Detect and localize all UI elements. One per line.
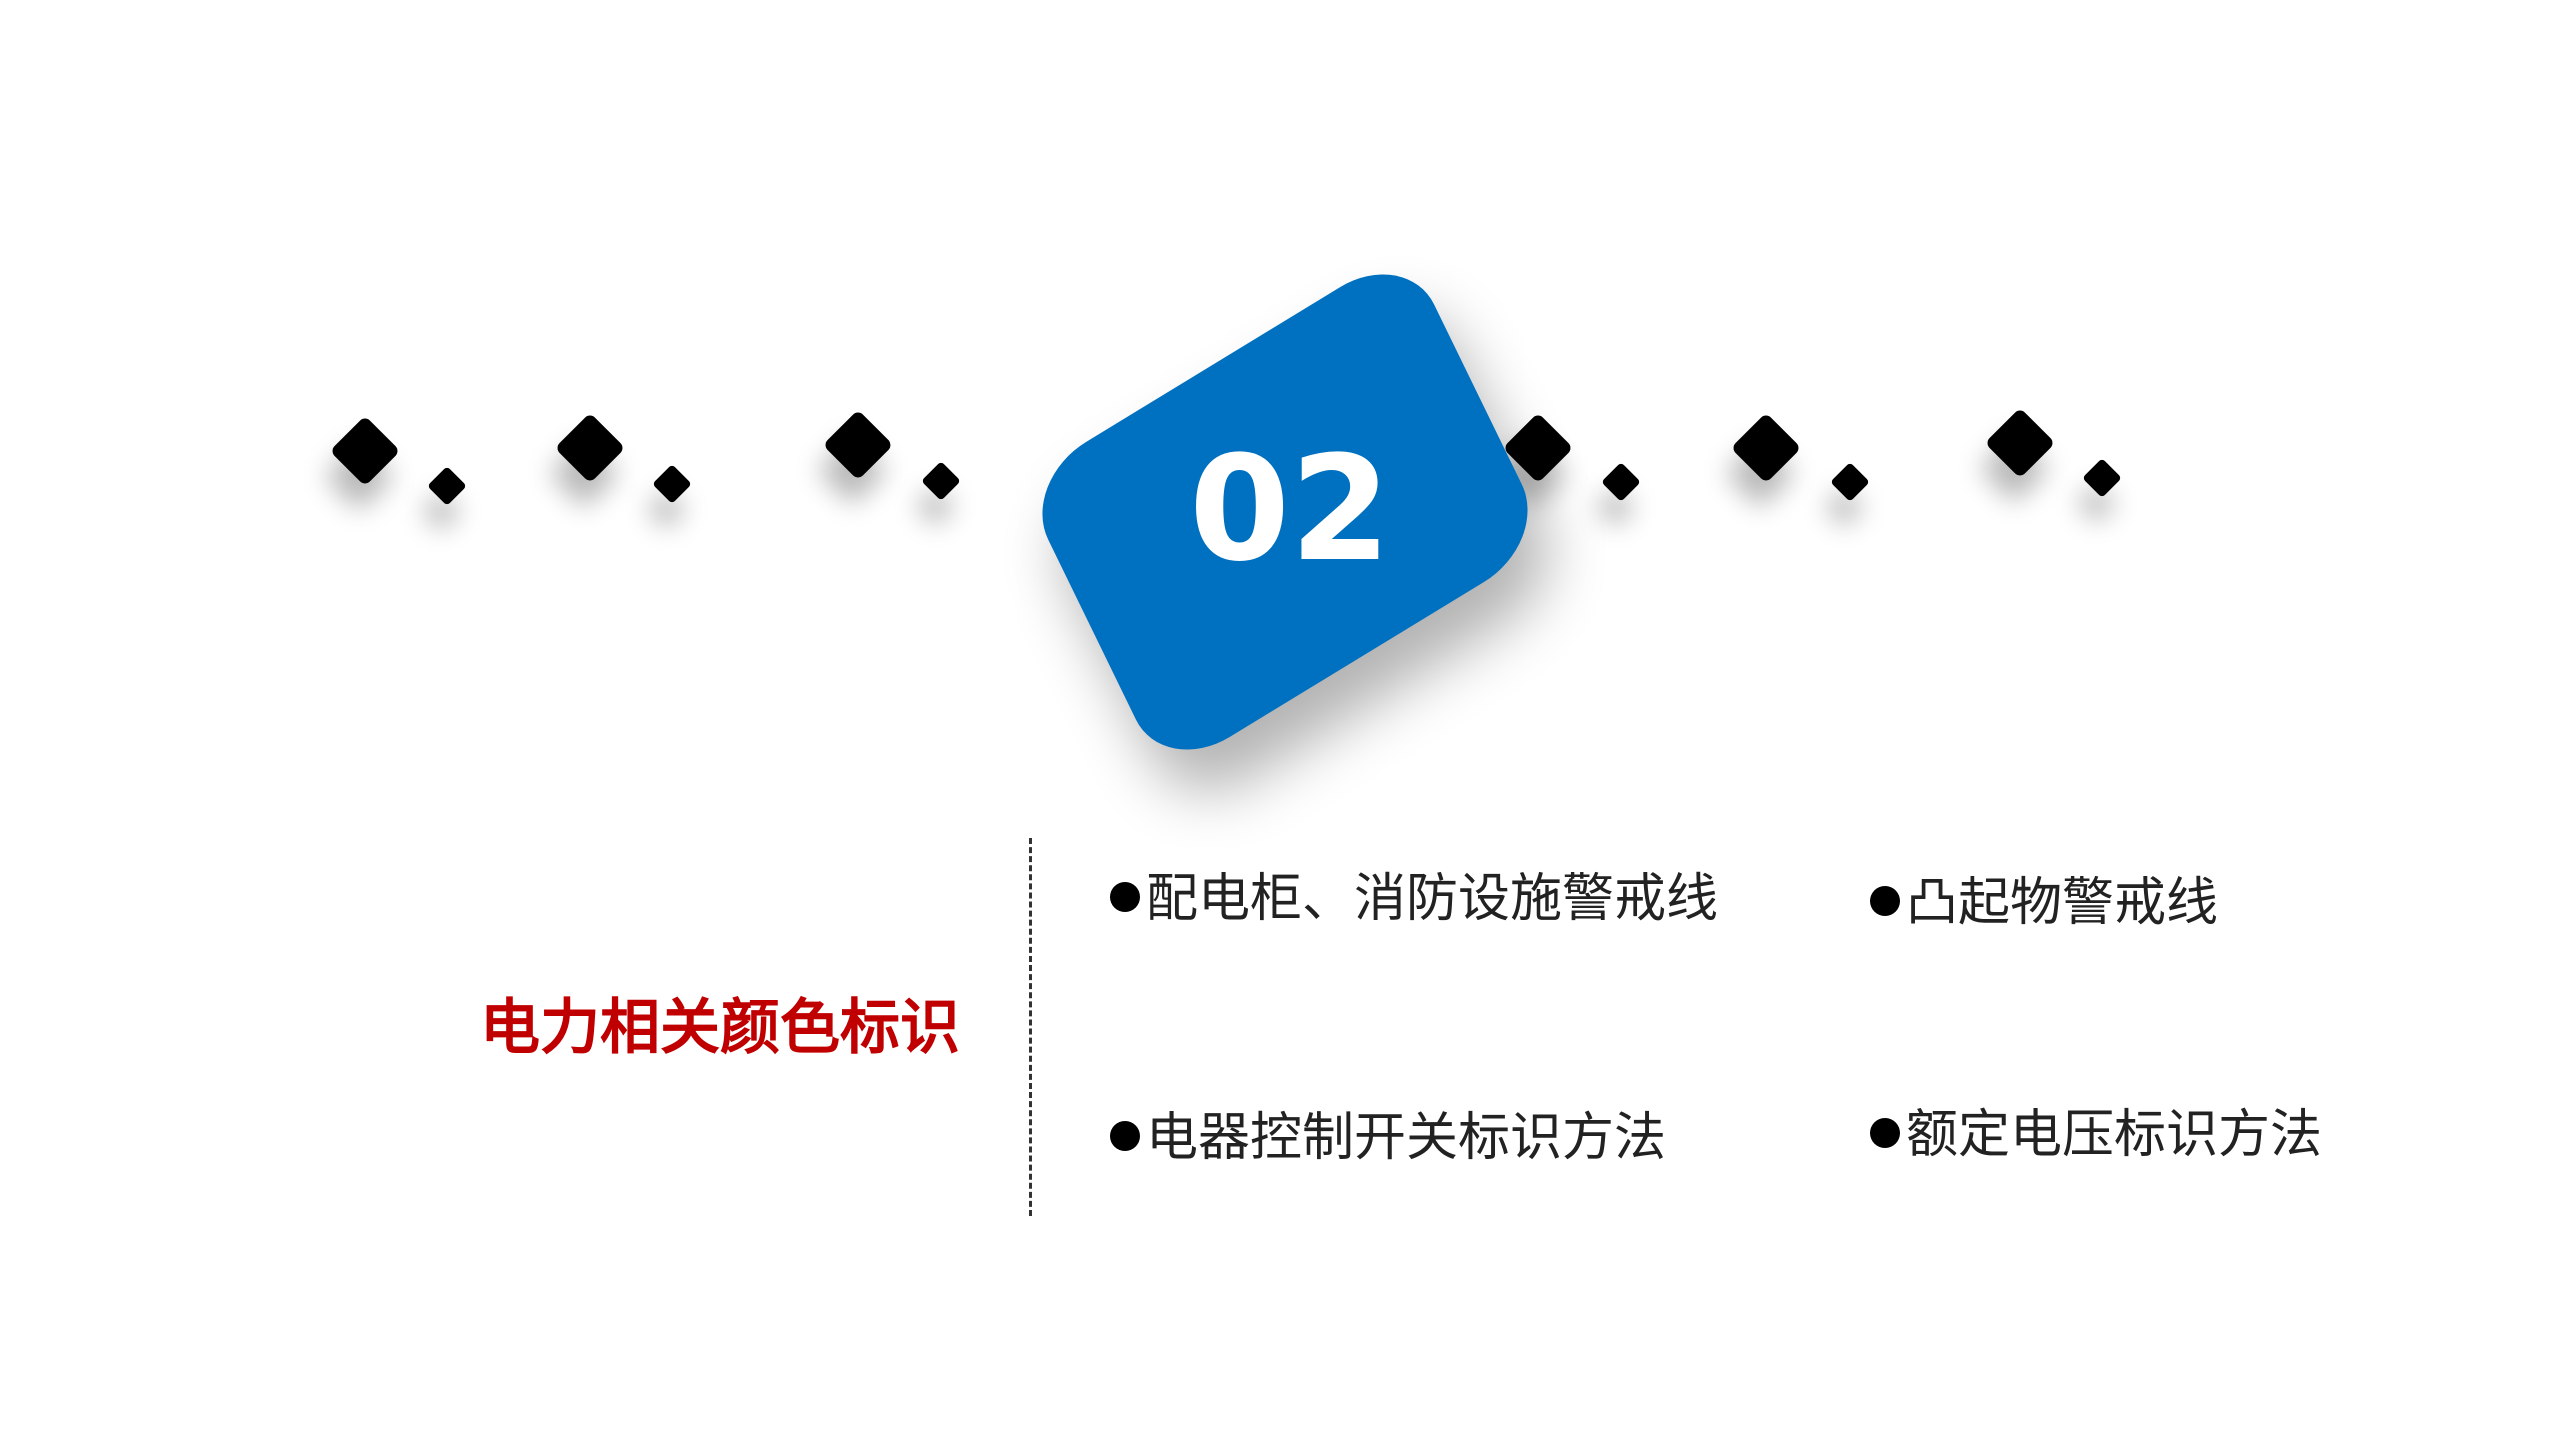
- bullet-icon: [1870, 1118, 1900, 1148]
- decorative-diamond-small: [1830, 462, 1870, 502]
- decorative-diamond-large: [1984, 407, 2056, 479]
- bullet-icon: [1110, 882, 1140, 912]
- decorative-diamond-small: [2082, 458, 2122, 498]
- section-number: 02: [1189, 425, 1391, 594]
- list-item-label: 额定电压标识方法: [1906, 1105, 2323, 1165]
- decorative-diamond-large: [1730, 412, 1802, 484]
- section-title: 电力相关颜色标识: [480, 993, 960, 1063]
- vertical-divider: [1029, 838, 1032, 1216]
- decorative-diamond-small: [427, 466, 467, 506]
- bullet-icon: [1870, 886, 1900, 916]
- decorative-diamond-small: [652, 464, 692, 504]
- list-item: 电器控制开关标识方法: [1110, 1103, 1666, 1173]
- decorative-diamond-small: [921, 461, 961, 501]
- decorative-diamond-large: [822, 409, 894, 481]
- bullet-icon: [1110, 1121, 1140, 1151]
- decorative-diamond-small: [1601, 462, 1641, 502]
- list-item-label: 配电柜、消防设施警戒线: [1146, 869, 1719, 929]
- list-item: 额定电压标识方法: [1870, 1100, 2322, 1170]
- list-item: 凸起物警戒线: [1870, 868, 2218, 938]
- list-item: 配电柜、消防设施警戒线: [1110, 864, 1718, 934]
- list-item-label: 电器控制开关标识方法: [1146, 1108, 1667, 1168]
- decorative-diamond-large: [554, 412, 626, 484]
- list-item-label: 凸起物警戒线: [1906, 873, 2219, 933]
- decorative-diamond-large: [329, 415, 401, 487]
